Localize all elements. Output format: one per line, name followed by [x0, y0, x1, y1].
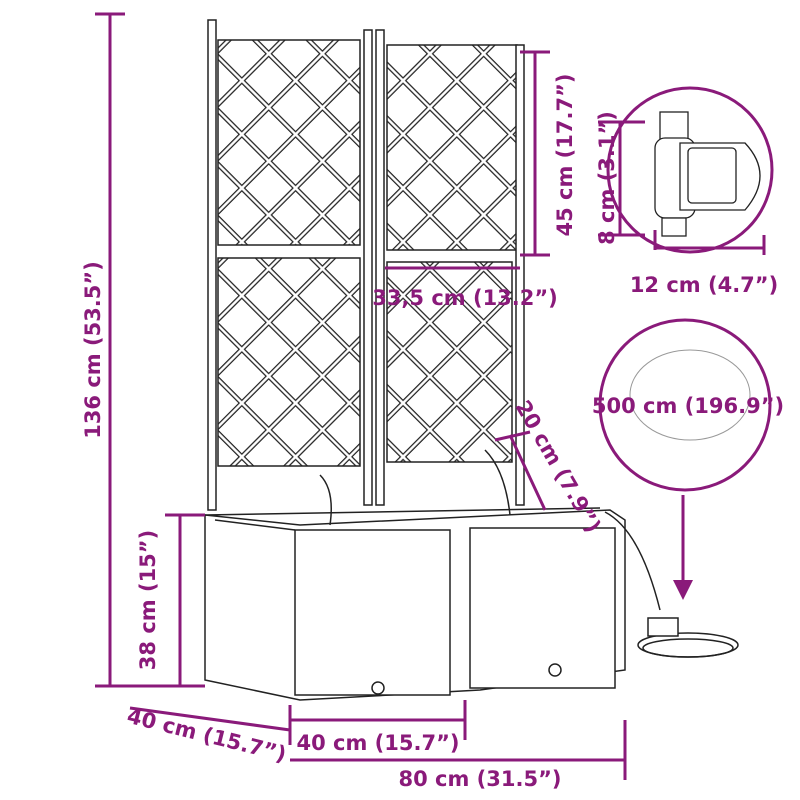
trellis-panel-height-label: 45 cm (17.7”): [553, 74, 577, 237]
trellis-panel-width-label: 33,5 cm (13.2”): [372, 286, 558, 310]
trellis: [207, 19, 525, 511]
trellis-post-mid-right: [375, 29, 385, 506]
hose-coil-illustration: [629, 349, 751, 441]
timer-width-label: 12 cm (4.7”): [630, 273, 778, 297]
planter-depth-label: 40 cm (15.7”): [125, 704, 289, 767]
timer-height-label: 8 cm (3.1”): [595, 111, 619, 245]
trellis-panel-top-right: [386, 44, 518, 251]
planter-front-left: [294, 529, 451, 696]
dripper-tube-left: [319, 474, 332, 526]
trellis-post-left: [207, 19, 217, 511]
compartment-width-label: 40 cm (15.7”): [297, 731, 460, 755]
dimension-lines: [95, 12, 766, 780]
water-timer-icon: [654, 111, 761, 237]
total-width-label: 80 cm (31.5”): [399, 767, 562, 791]
hose-callout-circle: [598, 318, 772, 492]
planter-box: [204, 449, 626, 701]
supply-hose: [604, 511, 661, 611]
arrow-down-icon: [673, 580, 693, 600]
hose-length-label: 500 cm (196.9”): [592, 394, 784, 418]
trellis-panel-bottom-left: [217, 257, 361, 467]
total-height-label: 136 cm (53.5”): [81, 261, 105, 439]
trellis-post-right: [515, 44, 525, 506]
trellis-panel-bottom-right: [386, 261, 513, 463]
planter-height-label: 38 cm (15”): [136, 530, 160, 670]
timer-callout-circle: [606, 86, 774, 254]
coiled-hose-icon: [637, 617, 739, 658]
trellis-post-mid-left: [363, 29, 373, 506]
trellis-panel-top-left: [217, 39, 361, 246]
planter-front-right: [469, 527, 616, 689]
dripper-tube-right: [484, 449, 511, 516]
